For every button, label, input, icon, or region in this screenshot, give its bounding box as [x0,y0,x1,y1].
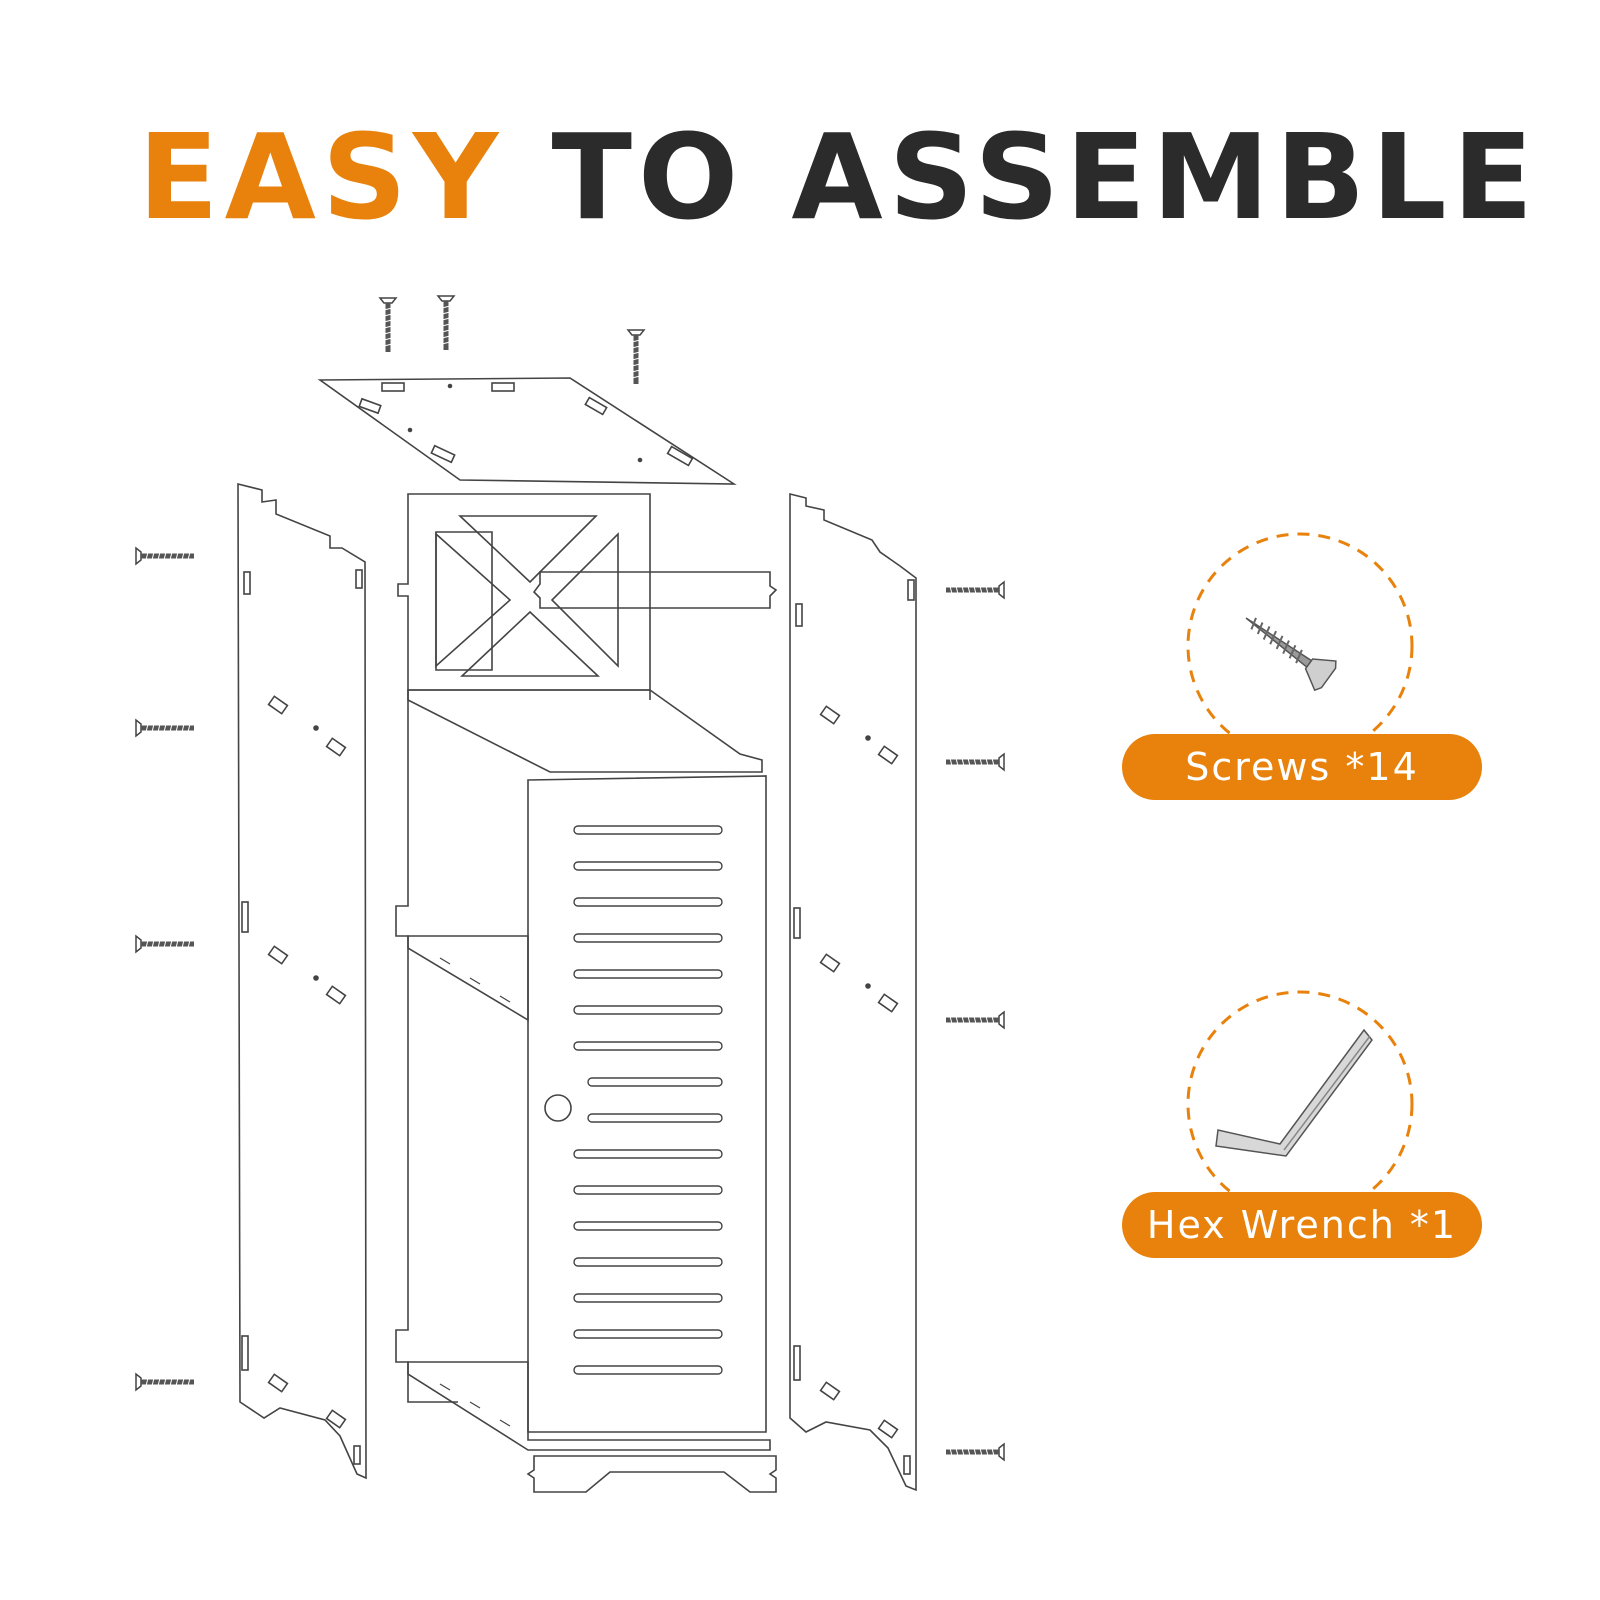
back-frame [397,493,651,691]
hanging-rod [532,571,778,609]
top-shelf [407,689,763,773]
base-plinth [526,1455,777,1493]
left-side-panel [237,482,367,1480]
headline-rest: TO ASSEMBLE [551,108,1540,246]
screw-callout [1186,532,1414,760]
left-screws [136,548,194,1390]
hex-wrench-callout [1186,990,1414,1218]
bottom-shelf [407,1361,771,1451]
door-panel [527,775,767,1433]
back-lower-wall [395,690,458,1403]
hex-wrench-icon [1215,1028,1373,1157]
top-panel [317,377,737,485]
headline: EASY TO ASSEMBLE [138,118,1539,236]
right-screws [946,582,1004,1460]
screw-icon [1245,617,1337,692]
middle-shelf [407,935,529,1022]
screws-quantity-label: Screws *14 [1122,734,1482,800]
right-side-panel [789,492,917,1492]
top-screws [380,296,644,384]
hex-wrench-quantity-label: Hex Wrench *1 [1122,1192,1482,1258]
headline-accent-word: EASY [138,108,505,246]
